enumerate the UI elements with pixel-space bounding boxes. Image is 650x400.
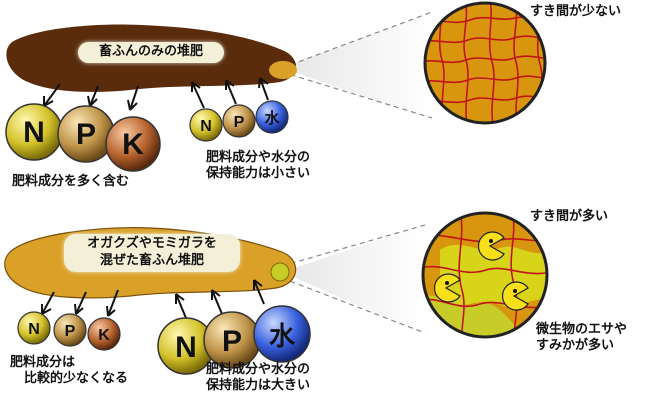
- bottom-pile-label-line2: 混ぜた畜ふん堆肥: [99, 252, 204, 268]
- bottom-zoom-caption: すき間が多い: [530, 209, 609, 224]
- top-circle-P-label: P: [76, 118, 96, 151]
- bottom-retention-water: [253, 305, 311, 363]
- top-retention-water: [255, 100, 289, 134]
- bottom-retention-P-label: P: [222, 325, 242, 358]
- top-retention-caption-line2: 保持能力は小さい: [206, 166, 311, 182]
- top-retention-N-label: N: [200, 118, 212, 135]
- top-pile-label: 畜ふんのみの堆肥: [78, 42, 224, 63]
- microbe-3: [501, 281, 529, 311]
- bottom-retention-water-label: 水: [269, 322, 296, 352]
- top-retention-caption: 肥料成分や水分の 保持能力は小さい: [206, 150, 310, 183]
- microbe-1-eye: [489, 239, 493, 243]
- bottom-nutrient-caption: 肥料成分は 比較的少なくなる: [10, 355, 128, 388]
- bottom-retention-caption-line2: 保持能力は大きい: [206, 378, 311, 394]
- top-circle-K: [105, 116, 161, 172]
- bottom-pile-label: オガクズやモミガラを 混ぜた畜ふん堆肥: [64, 234, 240, 272]
- bottom-zoom-outline: [421, 211, 549, 339]
- microbe-2: [433, 273, 461, 303]
- bottom-retention-N-label: N: [175, 331, 197, 364]
- bottom-microbe-caption: 微生物のエサや すみかが多い: [536, 322, 627, 355]
- bottom-microbe-caption-line2: すみかが多い: [536, 338, 615, 354]
- top-beam-edge-lower: [281, 71, 433, 119]
- bottom-beam-edge-upper: [281, 224, 426, 267]
- top-section: N P K N P 水: [5, 1, 547, 172]
- bottom-sample-spot: [270, 262, 290, 282]
- microbe-1: [477, 231, 505, 261]
- bottom-retention-arrows: [175, 279, 265, 319]
- top-nutrient-circles: N P K: [5, 103, 161, 172]
- top-retention-caption-line1: 肥料成分や水分の: [206, 150, 311, 165]
- top-sample-spot: [269, 61, 297, 79]
- top-retention-arrows: [191, 77, 269, 109]
- microbe-2-eye: [445, 281, 449, 285]
- microbe-3-eye: [513, 289, 517, 293]
- bottom-circle-N-label: N: [28, 321, 40, 338]
- top-pile-label-text: 畜ふんのみの堆肥: [98, 44, 203, 59]
- bottom-pile-label-line1: オガクズやモミガラを: [87, 236, 217, 251]
- top-retention-P-label: P: [234, 114, 245, 131]
- top-retention-N: [189, 108, 223, 142]
- top-nutrient-arrows: [43, 83, 139, 111]
- bottom-retention-caption: 肥料成分や水分の 保持能力は大きい: [206, 362, 310, 395]
- top-zoom-beam: [282, 12, 432, 120]
- bottom-microbe-caption-line1: 微生物のエサや: [536, 322, 628, 337]
- top-zoom-caption: すき間が少ない: [530, 4, 622, 19]
- bottom-nutrient-caption-line2: 比較的少なくなる: [24, 371, 129, 387]
- top-retention-P: [222, 104, 256, 138]
- top-circle-N-label: N: [23, 116, 45, 149]
- bottom-beam-edge-lower: [281, 277, 426, 334]
- bottom-circle-P-label: P: [65, 323, 76, 340]
- bottom-retention-circles: N P 水: [157, 305, 311, 375]
- bottom-nutrient-circles: N P K: [17, 311, 121, 351]
- bottom-retention-caption-line1: 肥料成分や水分の: [206, 362, 311, 377]
- top-retention-water-label: 水: [264, 109, 280, 127]
- bottom-nutrient-caption-line1: 肥料成分は: [10, 355, 76, 370]
- bottom-zoom-beam: [282, 225, 425, 335]
- top-nutrient-caption: 肥料成分を多く含む: [12, 174, 130, 189]
- bottom-circle-N: [17, 311, 51, 345]
- top-circle-K-label: K: [122, 128, 144, 161]
- microbes: [433, 231, 529, 311]
- top-retention-circles: N P 水: [189, 100, 289, 142]
- bottom-circle-K-label: K: [98, 327, 110, 344]
- top-zoom-outline: [423, 1, 547, 125]
- bottom-circle-P: [53, 313, 87, 347]
- bottom-circle-K: [87, 317, 121, 351]
- bottom-nutrient-arrows: [41, 289, 119, 317]
